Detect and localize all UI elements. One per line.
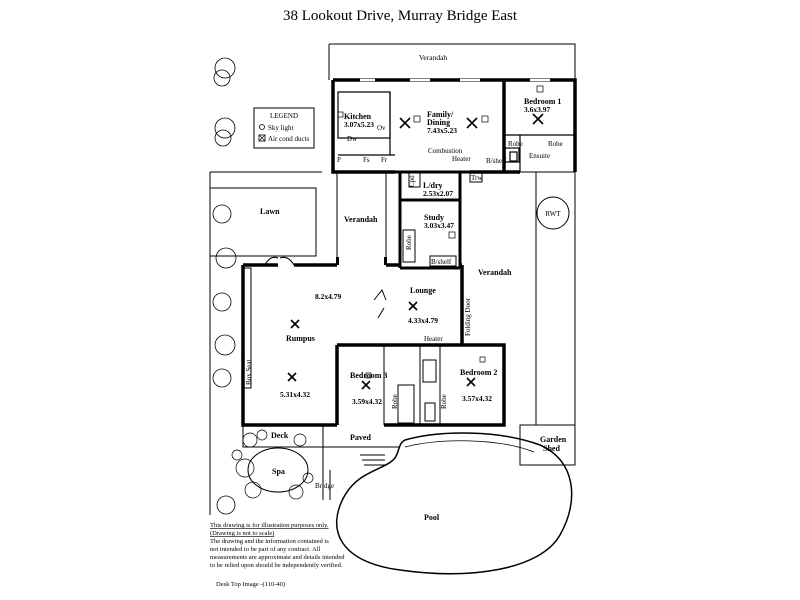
paved-label: Paved xyxy=(350,433,371,442)
skylight-icon xyxy=(259,124,265,130)
footer-label: Desk Top Image -(110-40) xyxy=(216,581,285,588)
study-label: Study xyxy=(424,213,444,222)
tree-icons xyxy=(212,57,237,515)
bedroom3-robe: Robe xyxy=(391,394,399,409)
boundary-line-top xyxy=(329,43,576,80)
kitchen-label: Kitchen xyxy=(344,112,372,121)
rumpus-label: Rumpus xyxy=(286,334,315,343)
garden-shed-label: Garden xyxy=(540,435,567,444)
kitchen-dw: Dw xyxy=(347,135,358,143)
plan-title: 38 Lookout Drive, Murray Bridge East xyxy=(282,8,518,24)
verandah-right-label: Verandah xyxy=(478,268,512,277)
rumpus-dim: 5.31x4.32 xyxy=(280,390,310,399)
bedroom1-robe-a: Robe xyxy=(508,140,523,148)
ldry-trw: Trw xyxy=(471,174,483,182)
ldry-cpd: Cpd xyxy=(408,175,416,187)
disclaimer-line-5: measurements are approximate and details… xyxy=(210,554,345,561)
study-bshelf: B/shelf xyxy=(431,258,452,266)
legend-item-air-cond: Air cond ducts xyxy=(268,135,309,143)
pool-outline xyxy=(335,432,573,575)
kitchen-ov: Ov xyxy=(377,124,386,132)
bedroom3-dim: 3.59x4.32 xyxy=(352,397,382,406)
disclaimer-line-3: The drawing and the information containe… xyxy=(210,538,329,545)
lawn-label: Lawn xyxy=(260,207,280,216)
legend-heading: LEGEND xyxy=(270,112,298,120)
verandah-top-label: Verandah xyxy=(419,53,448,62)
family-label: Family/ xyxy=(427,110,454,119)
bedroom3-label: Bedroom 3 xyxy=(350,371,387,380)
garden-shed-label-2: Shed xyxy=(543,444,560,453)
verandah-mid-label: Verandah xyxy=(344,215,378,224)
study-dim: 3.03x3.47 xyxy=(424,221,454,230)
spa-outline xyxy=(247,447,309,493)
bedroom1-dim: 3.6x3.97 xyxy=(524,105,551,114)
disclaimer-line-1: This drawing is for illustration purpose… xyxy=(210,522,329,529)
ldry-label: L/dry xyxy=(423,181,443,190)
disclaimer-line-2: (Drawing is not to scale) xyxy=(210,530,274,537)
box-seat-label: Box Seat xyxy=(245,359,253,385)
bedroom2-robe: Robe xyxy=(440,394,448,409)
pool-label: Pool xyxy=(424,513,440,522)
heater-mid-label: Heater xyxy=(424,335,443,343)
disclaimer-line-4: not intended to be part of any contract.… xyxy=(210,546,320,553)
rwt-tank xyxy=(536,196,570,230)
bedroom2-label: Bedroom 2 xyxy=(460,368,497,377)
spa-label: Spa xyxy=(272,467,285,476)
folding-door-label: Folding Door xyxy=(464,297,472,336)
deck-label: Deck xyxy=(271,431,289,440)
rumpus-dim-top: 8.2x4.79 xyxy=(315,292,342,301)
bshelf-top-label: B/shelf xyxy=(486,157,507,165)
study-robe: Robe xyxy=(405,235,413,250)
legend-item-skylight: Sky light xyxy=(268,124,294,132)
lawn-area xyxy=(209,187,317,257)
family-label-2: Dining xyxy=(427,118,450,127)
heater-top-label: Heater xyxy=(452,155,471,163)
family-dim: 7.43x5.23 xyxy=(427,126,457,135)
ensuite-label: Ensuite xyxy=(529,152,550,160)
kitchen-dim: 3.07x5.23 xyxy=(344,120,374,129)
rwt-label: RWT xyxy=(545,210,561,218)
disclaimer-line-6: to be relied upon should be independentl… xyxy=(210,562,343,569)
kitchen-fr: Fr xyxy=(381,156,388,164)
lounge-dim: 4.33x4.79 xyxy=(408,316,438,325)
ldry-dim: 2.53x2.07 xyxy=(423,189,453,198)
fan-icons xyxy=(287,113,544,390)
air-duct-icon xyxy=(258,134,266,142)
kitchen-p: P xyxy=(337,156,341,164)
bedroom1-label: Bedroom 1 xyxy=(524,97,561,106)
bedroom2-dim: 3.57x4.32 xyxy=(462,394,492,403)
combustion-label: Combustion xyxy=(428,147,463,155)
bridge-label: Bridge xyxy=(315,482,334,490)
kitchen-fs: Fs xyxy=(363,156,370,164)
lounge-label: Lounge xyxy=(410,286,436,295)
bedroom1-robe-b: Robe xyxy=(548,140,563,148)
